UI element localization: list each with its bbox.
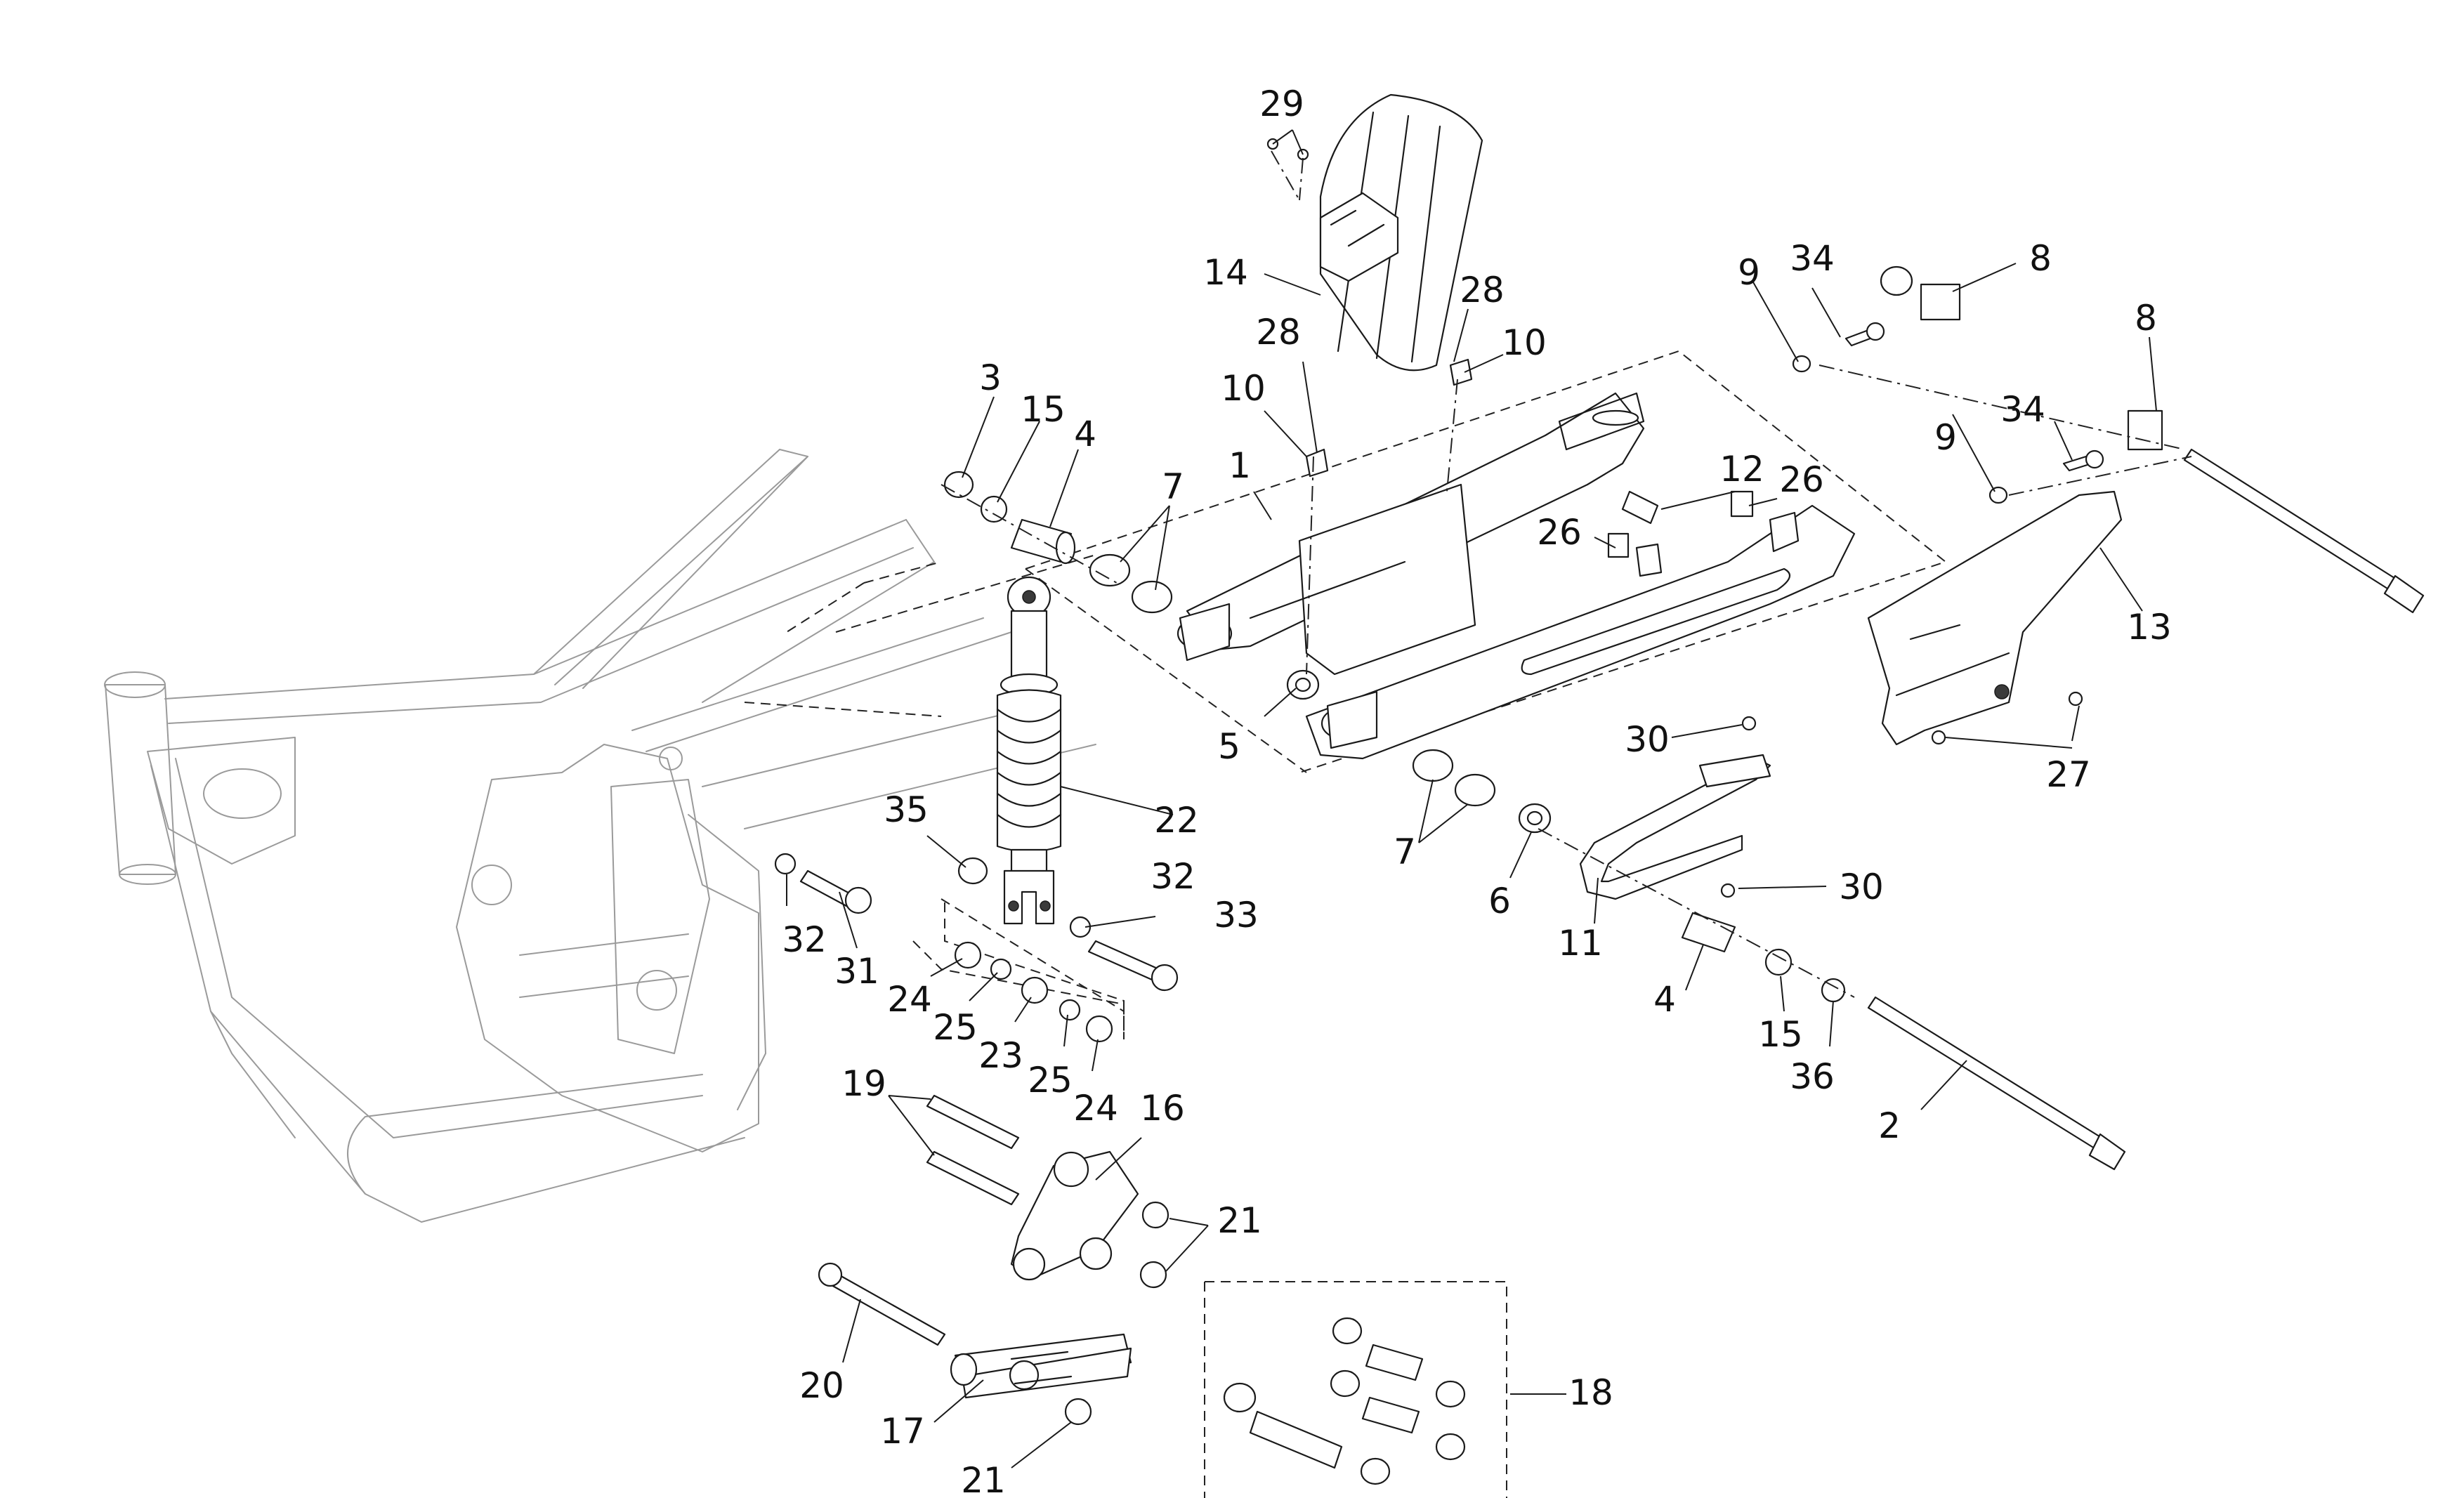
callout-21: 21: [1217, 1200, 1262, 1241]
leader-lines: [786, 129, 2157, 1469]
callout-15: 15: [1021, 389, 1066, 430]
callout-32: 32: [782, 919, 827, 960]
callout-16: 16: [1140, 1088, 1185, 1129]
callout-labels: 29 14 28 10 28 10 3 15 4 7 1 9 34 8 8 9 …: [782, 84, 2172, 1498]
rear-mudguard: [1319, 93, 1483, 372]
callout-34: 34: [1790, 238, 1835, 279]
callout-24: 24: [1073, 1088, 1118, 1129]
callout-25: 25: [933, 1007, 978, 1048]
callout-9: 9: [1738, 252, 1760, 293]
chain-guard: [1867, 490, 2123, 746]
callout-25: 25: [1028, 1060, 1073, 1100]
callout-31: 31: [834, 951, 879, 992]
bearing-kit: [1204, 1281, 1507, 1498]
callout-15: 15: [1758, 1014, 1803, 1055]
callout-4: 4: [1653, 979, 1676, 1020]
callout-19: 19: [841, 1063, 886, 1104]
callout-10: 10: [1221, 368, 1266, 409]
callout-8: 8: [2029, 238, 2052, 279]
rear-shock-absorber: [996, 576, 1062, 925]
callout-26: 26: [1779, 459, 1824, 500]
callout-17: 17: [880, 1411, 925, 1452]
callout-7: 7: [1394, 832, 1416, 872]
callout-9: 9: [1934, 417, 1957, 458]
callout-28: 28: [1256, 312, 1301, 353]
callout-22: 22: [1154, 800, 1199, 841]
chain-slider: [1579, 754, 1771, 900]
callout-33: 33: [1214, 895, 1259, 935]
callout-24: 24: [887, 979, 932, 1020]
callout-4: 4: [1074, 414, 1096, 454]
callout-3: 3: [979, 357, 1002, 398]
callout-30: 30: [1839, 867, 1884, 907]
callout-23: 23: [978, 1035, 1023, 1076]
frame-illustration: [104, 449, 1096, 1223]
callout-30: 30: [1625, 719, 1670, 760]
assembly-dashed-lines: [744, 350, 1948, 1039]
callout-11: 11: [1558, 923, 1603, 964]
callout-12: 12: [1719, 449, 1764, 490]
callout-8: 8: [2135, 298, 2157, 339]
callout-10: 10: [1502, 322, 1547, 363]
callout-6: 6: [1488, 881, 1511, 921]
callout-7: 7: [1162, 466, 1184, 507]
callout-27: 27: [2046, 754, 2091, 795]
callout-18: 18: [1568, 1372, 1613, 1413]
callout-35: 35: [884, 789, 929, 830]
callout-28: 28: [1460, 270, 1505, 310]
fasteners: [774, 138, 2425, 1426]
linkage-parts: [950, 1150, 1139, 1399]
callout-20: 20: [799, 1365, 844, 1406]
callout-29: 29: [1259, 84, 1304, 124]
callout-21: 21: [961, 1460, 1006, 1498]
callout-1: 1: [1228, 445, 1251, 486]
callout-32: 32: [1151, 856, 1195, 897]
callout-26: 26: [1537, 512, 1582, 553]
callout-13: 13: [2127, 607, 2172, 648]
center-lines: [941, 150, 2192, 998]
callout-34: 34: [2000, 389, 2045, 430]
callout-5: 5: [1218, 726, 1240, 767]
swingarm: [1177, 392, 1856, 760]
callout-36: 36: [1790, 1056, 1835, 1097]
callout-2: 2: [1878, 1105, 1901, 1146]
callout-14: 14: [1203, 252, 1248, 293]
